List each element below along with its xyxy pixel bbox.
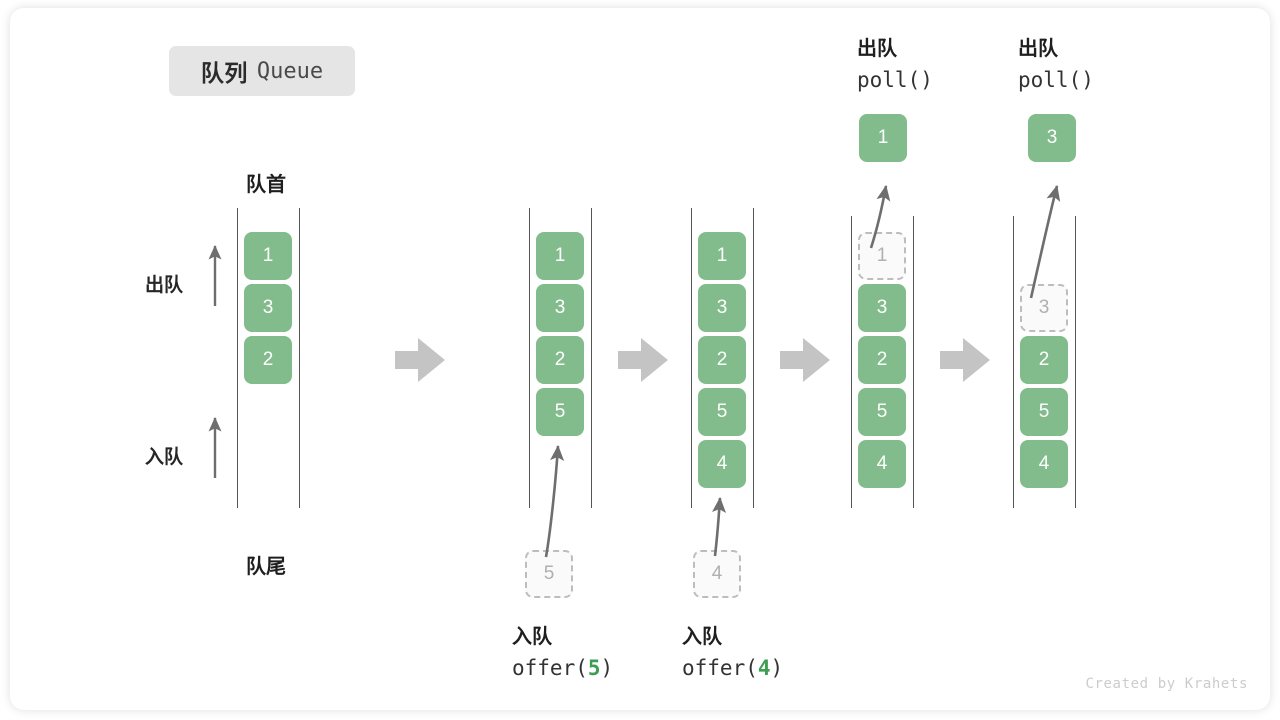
stage-5-slot-1: 3 bbox=[1020, 284, 1068, 332]
stage-4-slot-3: 5 bbox=[858, 388, 906, 436]
watermark-text: Created by Krahets bbox=[1085, 676, 1248, 692]
stage-1-slot-1: 3 bbox=[244, 284, 292, 332]
stage-2-code-pre: offer( bbox=[512, 656, 588, 680]
diagram-title-badge: 队列 Queue bbox=[169, 46, 355, 96]
stage-1-rail-right bbox=[299, 208, 300, 508]
title-chinese: 队列 bbox=[200, 60, 248, 86]
stage-2-code-post: ) bbox=[600, 656, 614, 680]
queue-head-label: 队首 bbox=[246, 174, 286, 196]
stage-3-slot-3: 5 bbox=[698, 388, 746, 436]
stage-4-slot-1: 3 bbox=[858, 284, 906, 332]
stage-3-slot-4: 4 bbox=[698, 440, 746, 488]
stage-2-slot-3: 5 bbox=[536, 388, 584, 436]
queue-tail-label: 队尾 bbox=[246, 556, 286, 578]
stage-3-insert-arrow bbox=[712, 496, 727, 557]
stage-3-slot-1: 3 bbox=[698, 284, 746, 332]
stage-4-caption-chinese: 出队 bbox=[857, 38, 897, 60]
stage-4-code-post: ) bbox=[920, 68, 933, 92]
stage-4-outgoing-element: 1 bbox=[859, 114, 907, 162]
stage-2-insert-arrow bbox=[544, 444, 565, 558]
flow-arrow-3 bbox=[780, 338, 830, 382]
stage-1-slot-0: 1 bbox=[244, 232, 292, 280]
stage-4-code-pre: poll( bbox=[857, 68, 921, 92]
stage-2-caption-code: offer(5) bbox=[512, 656, 613, 680]
stage-2-slot-2: 2 bbox=[536, 336, 584, 384]
stage-3-code-pre: offer( bbox=[682, 656, 758, 680]
stage-5-code-pre: poll( bbox=[1018, 68, 1082, 92]
stage-4-rail-right bbox=[913, 216, 914, 508]
dequeue-direction-label: 出队 bbox=[145, 275, 184, 296]
stage-5-slot-3: 5 bbox=[1020, 388, 1068, 436]
stage-4-slot-2: 2 bbox=[858, 336, 906, 384]
stage-3-slot-2: 2 bbox=[698, 336, 746, 384]
stage-5-slot-2: 2 bbox=[1020, 336, 1068, 384]
stage-4-slot-4: 4 bbox=[858, 440, 906, 488]
enqueue-direction-label: 入队 bbox=[145, 447, 184, 468]
stage-2-code-value: 5 bbox=[587, 656, 601, 680]
stage-5-rail-right bbox=[1075, 216, 1076, 508]
stage-3-caption-code: offer(4) bbox=[682, 656, 783, 680]
stage-5-caption-code: poll() bbox=[1018, 68, 1094, 92]
flow-arrow-2 bbox=[618, 338, 668, 382]
stage-5-slot-4: 4 bbox=[1020, 440, 1068, 488]
stage-5-outgoing-element: 3 bbox=[1028, 114, 1076, 162]
stage-2-caption-chinese: 入队 bbox=[512, 626, 552, 648]
stage-2-slot-0: 1 bbox=[536, 232, 584, 280]
stage-2-rail-right bbox=[591, 208, 592, 508]
stage-3-rail-left bbox=[691, 208, 692, 508]
stage-3-code-post: ) bbox=[770, 656, 784, 680]
stage-5-extract-arrow bbox=[1029, 184, 1061, 299]
stage-2-incoming-element: 5 bbox=[525, 550, 573, 598]
flow-arrow-1 bbox=[395, 338, 445, 382]
stage-5-rail-left bbox=[1013, 216, 1014, 508]
stage-3-caption-chinese: 入队 bbox=[682, 626, 722, 648]
stage-4-slot-0: 1 bbox=[858, 232, 906, 280]
stage-1-rail-left bbox=[237, 208, 238, 508]
stage-3-code-value: 4 bbox=[757, 656, 771, 680]
stage-2-rail-left bbox=[529, 208, 530, 508]
flow-arrow-4 bbox=[940, 338, 990, 382]
stage-5-code-post: ) bbox=[1081, 68, 1094, 92]
stage-3-rail-right bbox=[753, 208, 754, 508]
stage-4-rail-left bbox=[851, 216, 852, 508]
title-english: Queue bbox=[256, 58, 324, 84]
stage-3-slot-0: 1 bbox=[698, 232, 746, 280]
stage-1-slot-2: 2 bbox=[244, 336, 292, 384]
stage-2-slot-1: 3 bbox=[536, 284, 584, 332]
diagram-card: 队列 Queue 队首 队尾 出队 入队 1 3 2 1 3 2 5 5 入队 … bbox=[10, 8, 1270, 710]
arrow-overlay bbox=[208, 184, 1061, 558]
stage-5-caption-chinese: 出队 bbox=[1018, 38, 1058, 60]
stage-3-incoming-element: 4 bbox=[693, 550, 741, 598]
stage-4-caption-code: poll() bbox=[857, 68, 933, 92]
